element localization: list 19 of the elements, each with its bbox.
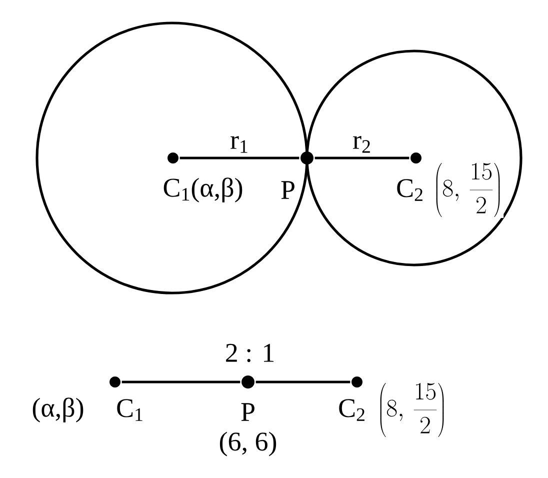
edge-label: r$_{1}$: [230, 136, 248, 153]
edge-label: r$_{2}$: [353, 136, 370, 153]
ratio-label: 2 : 1: [226, 344, 274, 362]
segment: [256, 380, 350, 384]
point-label: P: [281, 181, 294, 199]
coordinate-label: (α,β): [30, 396, 86, 424]
point-label: C$_{1}$(α,β): [164, 178, 242, 202]
segment: [314, 156, 410, 160]
circle-outline: [36, 22, 308, 294]
segment: [122, 380, 240, 384]
point-label: (6, 6): [220, 432, 276, 456]
point-label: C$_{2}$: [397, 179, 422, 201]
coordinate-formula: $\left(8,\, \frac{15}{2}\right)$: [376, 382, 448, 438]
point-label: C$_{1}$: [117, 399, 142, 421]
coordinate-formula: $\left(8,\, \frac{15}{2}\right)$: [432, 162, 504, 218]
circle-outline: [306, 50, 522, 266]
point-label: C$_{2}$: [339, 399, 364, 421]
segment: [180, 156, 300, 160]
point-label: P: [241, 403, 254, 421]
